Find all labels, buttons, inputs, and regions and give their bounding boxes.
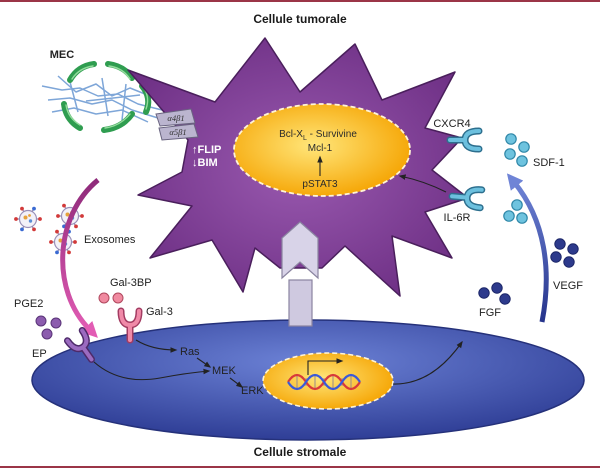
top-border (0, 0, 600, 2)
sdf1-dot (516, 155, 528, 167)
pge2-label: PGE2 (14, 298, 43, 310)
mek-to-erk-arrow (229, 377, 244, 388)
vegf-dot (550, 251, 562, 263)
nucleus-output-arrow (392, 340, 463, 385)
mek-label: MEK (212, 365, 237, 377)
vegf-dot (567, 243, 579, 255)
il6-dot (503, 210, 515, 222)
dna-helix (287, 373, 361, 391)
sdf1-label: SDF-1 (533, 157, 565, 169)
ep-label: EP (32, 348, 47, 360)
il6r-signal-arrow (398, 174, 447, 193)
exosomes-label: Exosomes (84, 234, 136, 246)
fgf-dot (478, 287, 490, 299)
pstat3-label: pSTAT3 (302, 179, 338, 190)
cxcr4-receptor (446, 127, 483, 153)
vegf-dot (554, 238, 566, 250)
bcl-subscript: L (303, 135, 307, 142)
il6r-label: IL-6R (444, 212, 471, 224)
bim-text: BIM (198, 157, 218, 169)
mcl1-label: Mcl-1 (308, 143, 333, 154)
integrin-a5b1-label: α5β1 (169, 127, 186, 137)
stromal-nucleus (262, 352, 394, 410)
il6-dot (511, 199, 523, 211)
gal3bp-molecules (98, 292, 124, 304)
gal3bp-dot (98, 292, 110, 304)
gal3bp-dot (112, 292, 124, 304)
bcl-text: Bcl-X (279, 129, 303, 140)
sdf1-molecules (504, 133, 530, 167)
fgf-molecules (478, 282, 511, 305)
ep-to-mek-arrow (93, 361, 211, 381)
pge2-molecules (35, 315, 62, 340)
gal3bp-label: Gal-3BP (110, 277, 152, 289)
integrin-receptor: α4β1 α5β1 (155, 108, 199, 141)
il6-molecules (503, 199, 528, 224)
tumor-to-stroma-arrow (60, 178, 100, 338)
signal-arrow-head (281, 221, 319, 280)
transcription-arrow (307, 358, 344, 375)
survivine-text: - Survivine (307, 129, 357, 140)
flip-label: ↑FLIP (192, 144, 221, 156)
flip-text: FLIP (198, 144, 222, 156)
mec-label: MEC (50, 49, 75, 61)
vegf-label: VEGF (553, 280, 583, 292)
stromal-cell-title: Cellule stromale (254, 445, 347, 459)
fgf-label: FGF (479, 307, 501, 319)
il6r-receptor (448, 186, 486, 212)
vegf-dot (563, 256, 575, 268)
gal3-label: Gal-3 (146, 306, 173, 318)
fgf-dot (491, 282, 503, 294)
exosome (13, 206, 43, 232)
gal3-to-ras-arrow (135, 339, 178, 353)
ras-to-mek-arrow (196, 357, 212, 368)
ep-receptor (63, 326, 95, 363)
stroma-to-tumor-arrow (506, 173, 549, 323)
il6-dot (516, 212, 528, 224)
tumor-cell-title: Cellule tumorale (253, 12, 347, 26)
sdf1-dot (505, 133, 517, 145)
down-arrow-glyph: ↓ (192, 157, 198, 169)
bcl-survivine-label: Bcl-XL - Survivine (279, 129, 357, 142)
up-arrow-glyph: ↑ (192, 144, 198, 156)
vegf-molecules (550, 238, 579, 268)
fgf-dot (499, 293, 511, 305)
ras-label: Ras (180, 346, 200, 358)
erk-label: ERK (241, 385, 264, 397)
pge2-dot (35, 315, 47, 327)
cxcr4-label: CXCR4 (433, 118, 470, 130)
tumor-nucleus (233, 103, 411, 197)
signal-arrow-shaft (288, 279, 313, 327)
gal3-receptor (117, 307, 143, 344)
bottom-border (0, 466, 600, 468)
pge2-dot (50, 317, 62, 329)
sdf1-dot (504, 148, 516, 160)
integrin-a4b1-label: α4β1 (167, 113, 184, 123)
sdf1-dot (518, 141, 530, 153)
pge2-dot (41, 328, 53, 340)
bim-label: ↓BIM (192, 157, 218, 169)
